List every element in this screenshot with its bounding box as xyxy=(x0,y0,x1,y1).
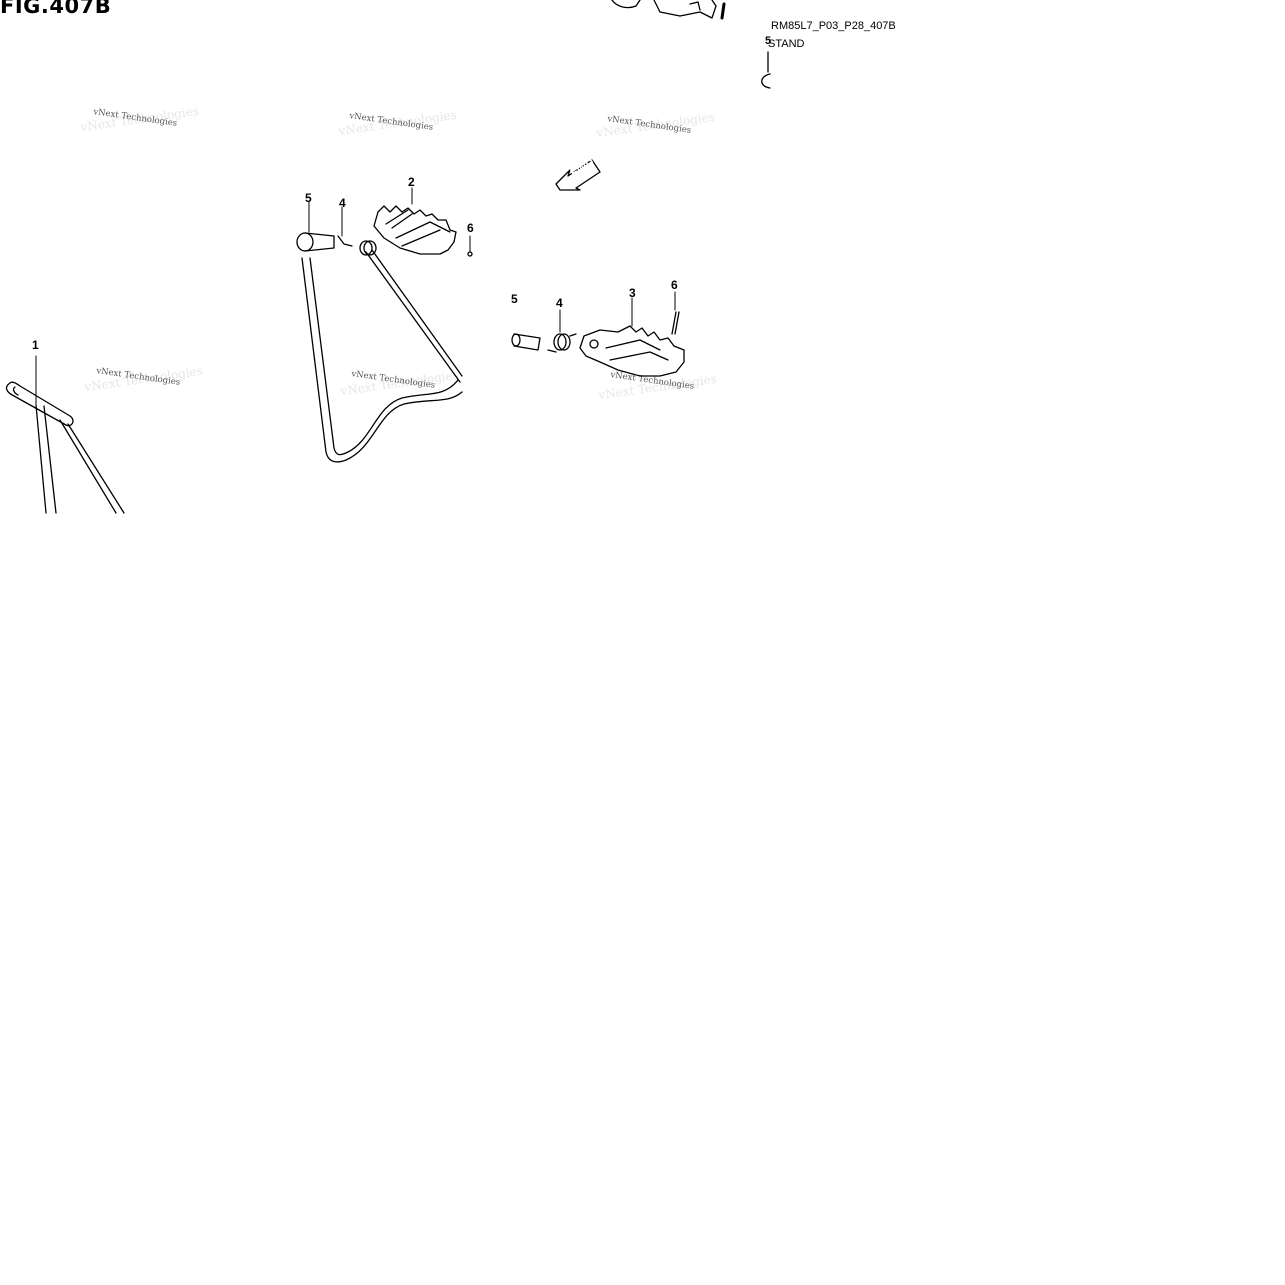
group-label: STAND xyxy=(768,38,805,50)
fwd-arrow xyxy=(555,159,601,191)
group-bracket xyxy=(761,51,771,89)
callout-4-upper: 4 xyxy=(339,196,346,210)
spring-4-upper xyxy=(337,206,377,256)
pin-5-lower xyxy=(511,333,541,351)
callout-2: 2 xyxy=(408,175,415,189)
callout-6-upper: 6 xyxy=(467,221,474,235)
cotter-6-upper xyxy=(467,235,473,257)
callout-5-upper: 5 xyxy=(305,191,312,205)
callout-3: 3 xyxy=(629,286,636,300)
callout-1: 1 xyxy=(32,338,39,352)
stand-frame xyxy=(301,249,463,463)
figure-title: FIG.407B xyxy=(0,0,112,18)
footrest-2 xyxy=(373,187,457,255)
pin-5-upper xyxy=(296,201,335,252)
group-label-number: 5 xyxy=(765,35,772,47)
callout-5-lower: 5 xyxy=(511,292,518,306)
top-partial-footrest xyxy=(611,0,726,20)
cotter-6-lower xyxy=(671,291,680,335)
callout-6-lower: 6 xyxy=(671,278,678,292)
stand-1 xyxy=(5,355,125,514)
footrest-3 xyxy=(579,297,685,377)
spring-4-lower xyxy=(547,309,577,353)
callout-4-lower: 4 xyxy=(556,296,563,310)
figure-code: RM85L7_P03_P28_407B xyxy=(771,20,896,32)
